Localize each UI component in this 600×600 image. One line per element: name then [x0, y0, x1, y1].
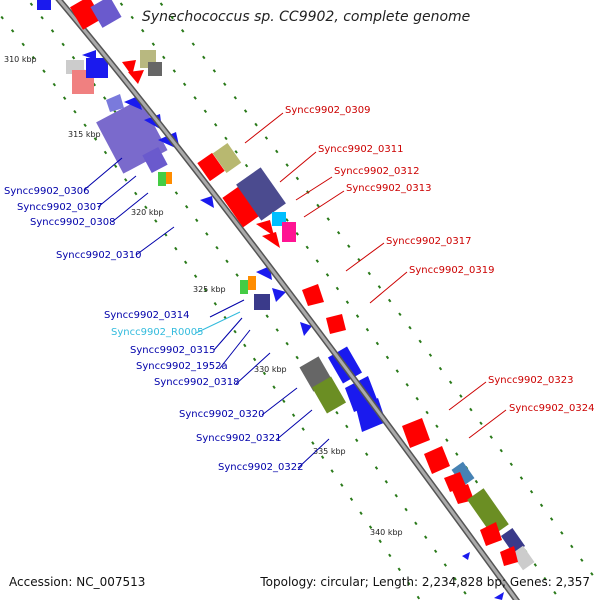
feature — [254, 294, 270, 310]
forward-strand-features — [69, 0, 535, 571]
feature — [326, 314, 346, 334]
accession-text: Accession: NC_007513 — [9, 575, 146, 589]
gene-label: Syncc9902_0306 — [4, 186, 90, 197]
feature — [424, 446, 450, 474]
feature — [148, 62, 162, 76]
feature — [256, 220, 274, 236]
reverse-callouts — [83, 157, 330, 469]
feature — [37, 0, 51, 10]
feature — [200, 196, 214, 208]
gene-label: Syncc9902_0319 — [409, 265, 495, 276]
gene-label: Syncc9902_0324 — [509, 403, 595, 414]
gene-label: Syncc9902_0314 — [104, 310, 190, 321]
feature — [300, 322, 312, 336]
gene-label: Syncc9902_0318 — [154, 377, 240, 388]
feature — [356, 398, 386, 432]
feature — [248, 276, 256, 290]
tick-label: 320 kbp — [131, 208, 164, 217]
gene-label: Syncc9902_0315 — [130, 345, 216, 356]
feature — [494, 592, 504, 600]
gene-label: Syncc9902_0320 — [179, 409, 265, 420]
gene-label: Syncc9902_0313 — [346, 183, 432, 194]
gene-label: Syncc9902_0309 — [285, 105, 371, 116]
feature — [106, 94, 124, 112]
feature — [500, 527, 526, 555]
feature — [166, 172, 172, 184]
topology-text: Topology: circular; Length: 2,234,828 bp… — [260, 575, 590, 589]
gene-label: Syncc9902_0312 — [334, 166, 420, 177]
feature — [462, 552, 470, 560]
feature — [467, 488, 509, 536]
forward-callouts — [244, 112, 507, 439]
feature — [240, 280, 248, 294]
feature — [128, 70, 144, 84]
gene-label: Syncc9902_0307 — [17, 202, 103, 213]
feature — [262, 232, 280, 248]
feature — [311, 376, 347, 414]
gene-label: Syncc9902_0322 — [218, 462, 304, 473]
feature — [142, 146, 168, 174]
tick-label: 330 kbp — [254, 365, 287, 374]
gene-label: Syncc9902_0310 — [56, 250, 142, 261]
feature — [511, 545, 535, 571]
gene-label: Syncc9902_0311 — [318, 144, 404, 155]
tick-label: 335 kbp — [313, 447, 346, 456]
gene-label: Syncc9902_1952a — [136, 361, 228, 372]
feature — [402, 418, 430, 448]
feature — [500, 546, 518, 566]
feature — [82, 50, 96, 60]
genome-backbone-highlight — [57, 0, 519, 600]
gene-label: Syncc9902_0317 — [386, 236, 472, 247]
feature — [302, 284, 324, 306]
reverse-strand-features — [37, 0, 504, 600]
map-title: Synechococcus sp. CC9902, complete genom… — [142, 9, 471, 25]
tick-label: 340 kbp — [370, 528, 403, 537]
feature — [90, 0, 122, 28]
tick-labels: 310 kbp 315 kbp 320 kbp 325 kbp 330 kbp … — [4, 55, 403, 537]
inner-ring-outer — [0, 13, 421, 600]
gene-label: Syncc9902_0308 — [30, 217, 116, 228]
feature — [256, 266, 272, 280]
feature — [272, 288, 286, 302]
feature — [86, 58, 108, 78]
feature — [212, 143, 242, 173]
feature — [236, 167, 286, 221]
gene-label: Syncc9902_0321 — [196, 433, 282, 444]
gene-label: Syncc9902_R0005 — [111, 327, 204, 338]
gene-label: Syncc9902_0323 — [488, 375, 574, 386]
feature — [222, 180, 268, 228]
feature — [158, 172, 166, 186]
tick-label: 315 kbp — [68, 130, 101, 139]
feature — [69, 0, 103, 30]
feature — [480, 522, 502, 546]
feature — [197, 152, 225, 182]
tick-label: 310 kbp — [4, 55, 37, 64]
feature — [451, 461, 475, 487]
tick-label: 325 kbp — [193, 285, 226, 294]
feature — [282, 222, 296, 242]
